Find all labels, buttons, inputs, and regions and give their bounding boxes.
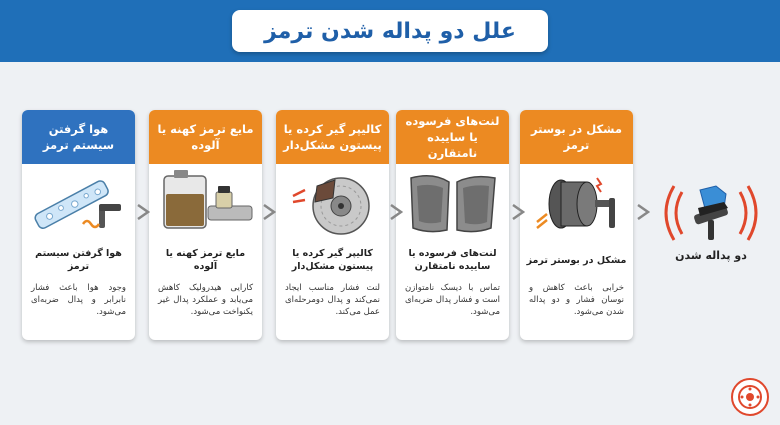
card-header: لنت‌های فرسوده یا ساییده نامتقارن: [396, 110, 509, 164]
card-header: کالیپر گیر کرده یا پیستون مشکل‌دار: [276, 110, 389, 164]
card-description: تماس با دیسک نامتوازن است و فشار پدال ضر…: [405, 283, 500, 317]
brake-booster-icon: [520, 164, 633, 242]
card-description: وجود هوا باعث فشار نابرابر و پدال ضربه‌ا…: [31, 283, 126, 317]
chevron-right-icon: [637, 204, 650, 220]
card-description: لنت فشار مناسب ایجاد نمی‌کند و پدال دومر…: [285, 283, 380, 317]
card-subtitle: مایع ترمز کهنه یا آلوده: [165, 248, 246, 272]
cause-card-brake-fluid: مایع ترمز کهنه یا آلوده مایع ترمز کهنه ی…: [149, 110, 262, 340]
brake-pedal-icon: [664, 185, 758, 241]
cause-card-air-in-system: هوا گرفتن سیستم ترمز هوا گرفتن سیستم ترم…: [22, 110, 135, 340]
brake-pads-icon: [396, 164, 509, 242]
brake-disc-logo-icon: [731, 378, 769, 416]
outcome-label: دو پداله شدن: [675, 249, 747, 262]
card-subtitle: کالیپر گیر کرده یا پیستون مشکل‌دار: [291, 248, 374, 272]
card-description: خرابی باعث کاهش و نوسان فشار و دو پداله …: [529, 283, 624, 317]
card-description: کارایی هیدرولیک کاهش می‌یابد و عملکرد پد…: [158, 283, 253, 317]
cause-card-brake-pads: لنت‌های فرسوده یا ساییده نامتقارن لنت‌ها…: [396, 110, 509, 340]
cause-card-caliper: کالیپر گیر کرده یا پیستون مشکل‌دار کالیپ…: [276, 110, 389, 340]
page-title: علل دو پداله شدن ترمز: [264, 18, 516, 44]
chevron-right-icon: [390, 204, 403, 220]
card-subtitle: هوا گرفتن سیستم ترمز: [35, 248, 122, 272]
chevron-right-icon: [512, 204, 525, 220]
cause-card-brake-booster: مشکل در بوستر ترمز مشکل در بوستر ترمز خر…: [520, 110, 633, 340]
brake-caliper-icon: [276, 164, 389, 242]
brake-fluid-icon: [149, 164, 262, 242]
card-header: مایع ترمز کهنه یا آلوده: [149, 110, 262, 164]
card-subtitle: مشکل در بوستر ترمز: [526, 254, 627, 266]
chevron-right-icon: [137, 204, 150, 220]
card-subtitle: لنت‌های فرسوده یا ساییده نامتقارن: [408, 248, 497, 272]
card-header: مشکل در بوستر ترمز: [520, 110, 633, 164]
brake-line-air-icon: [22, 164, 135, 242]
chevron-right-icon: [263, 204, 276, 220]
title-box: علل دو پداله شدن ترمز: [232, 10, 548, 52]
card-header: هوا گرفتن سیستم ترمز: [22, 110, 135, 164]
